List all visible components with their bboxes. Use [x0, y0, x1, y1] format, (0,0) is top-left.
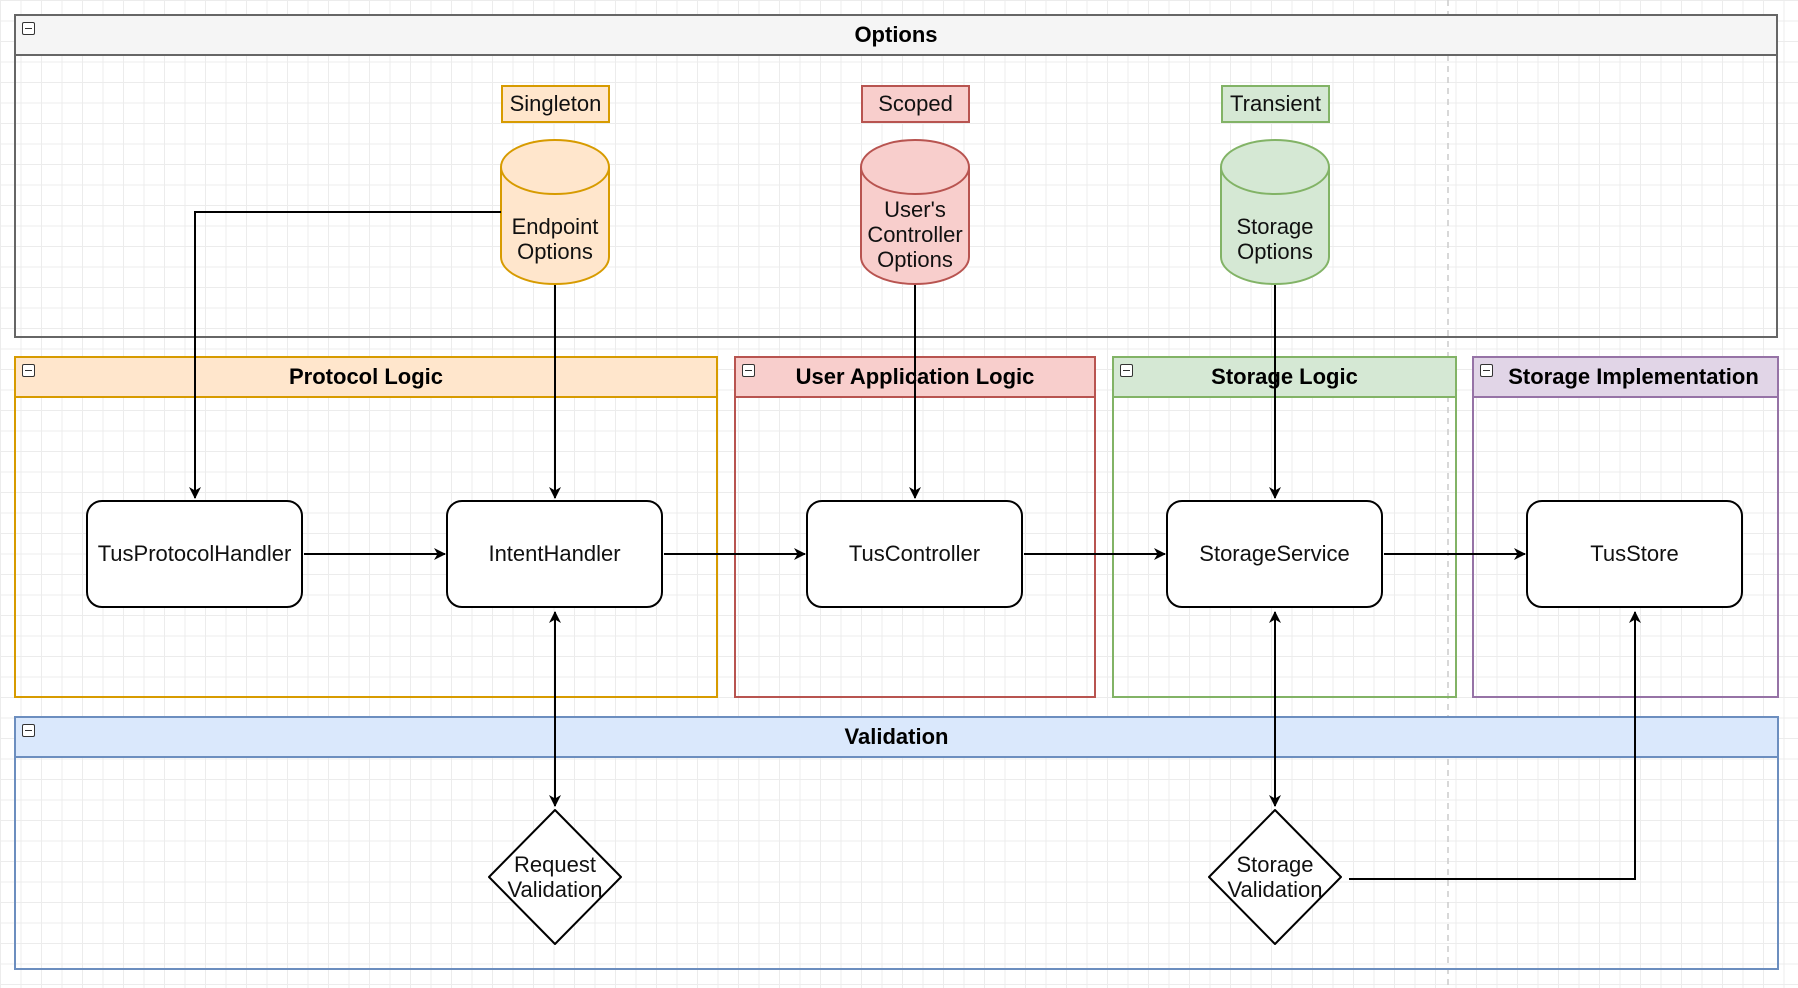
lifetime-transient-label[interactable]: Transient — [1221, 85, 1330, 123]
intent-handler-node[interactable]: IntentHandler — [446, 500, 663, 608]
pool-protocol-logic-header: Protocol Logic — [16, 358, 716, 398]
request-validation-diamond[interactable] — [488, 809, 622, 945]
pool-options-header: Options — [16, 16, 1776, 56]
pool-storage-implementation-header: Storage Implementation — [1474, 358, 1777, 398]
edge-storage-validation-to-tus-store[interactable] — [1349, 611, 1641, 880]
edge-endpoint-options-to-protocol-handler[interactable] — [189, 211, 501, 499]
pool-protocol-logic-title: Protocol Logic — [289, 364, 443, 389]
storage-service-node[interactable]: StorageService — [1166, 500, 1383, 608]
storage-options-label: Storage Options — [1236, 214, 1314, 264]
pool-storage-implementation[interactable]: Storage Implementation — [1472, 356, 1779, 698]
tus-store-node[interactable]: TusStore — [1526, 500, 1743, 608]
collapse-icon[interactable] — [22, 364, 35, 377]
endpoint-options-cylinder[interactable] — [500, 139, 610, 285]
collapse-icon[interactable] — [1120, 364, 1133, 377]
collapse-icon[interactable] — [1480, 364, 1493, 377]
storage-validation-diamond[interactable] — [1208, 809, 1342, 945]
collapse-icon[interactable] — [22, 22, 35, 35]
user-controller-options-cylinder[interactable] — [860, 139, 970, 285]
pool-storage-implementation-title: Storage Implementation — [1508, 364, 1759, 389]
pool-options-title: Options — [854, 22, 938, 47]
lifetime-singleton-label[interactable]: Singleton — [501, 85, 610, 123]
collapse-icon[interactable] — [22, 724, 35, 737]
storage-options-cylinder[interactable] — [1220, 139, 1330, 285]
pool-storage-logic-header: Storage Logic — [1114, 358, 1455, 398]
pool-validation-title: Validation — [844, 724, 949, 749]
tus-controller-node[interactable]: TusController — [806, 500, 1023, 608]
endpoint-options-label: Endpoint Options — [511, 214, 599, 264]
pool-validation[interactable]: Validation — [14, 716, 1779, 970]
pool-storage-logic-title: Storage Logic — [1211, 364, 1358, 389]
storage-validation-label: Storage Validation — [1227, 852, 1323, 902]
collapse-icon[interactable] — [742, 364, 755, 377]
pool-storage-logic[interactable]: Storage Logic — [1112, 356, 1457, 698]
tus-protocol-handler-node[interactable]: TusProtocolHandler — [86, 500, 303, 608]
lifetime-scoped-label[interactable]: Scoped — [861, 85, 970, 123]
pool-validation-header: Validation — [16, 718, 1777, 758]
pool-options[interactable]: Options — [14, 14, 1778, 338]
pool-protocol-logic[interactable]: Protocol Logic — [14, 356, 718, 698]
request-validation-label: Request Validation — [507, 852, 603, 902]
user-controller-options-label: User's Controller Options — [867, 196, 963, 272]
